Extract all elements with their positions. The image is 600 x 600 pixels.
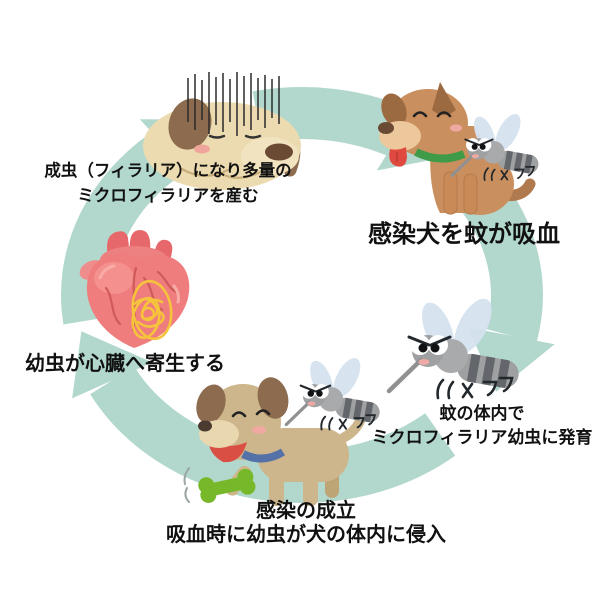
worm-squiggle [136, 310, 165, 328]
dog-tongue [389, 147, 407, 167]
cycle-arrowhead-bottom [72, 331, 153, 399]
dog-front-leg-right [463, 173, 478, 215]
dog-collar-green [414, 148, 466, 163]
label-heart-parasitism: 幼虫が心臓へ寄生する [25, 350, 225, 376]
puppy-collar-blue [241, 448, 286, 463]
mosquito-on-infected-dog [448, 112, 548, 189]
puppy-ear-left [196, 384, 226, 424]
worm-squiggle [132, 297, 164, 321]
dog-ear-upright [432, 82, 456, 115]
bone-motion-lines [183, 467, 190, 503]
infected-dog-icon [378, 82, 536, 215]
sick-dog-closed-eyes [208, 134, 262, 139]
developing-mosquito [383, 296, 533, 411]
puppy-with-bone-icon [183, 377, 371, 506]
dog-nose [378, 122, 394, 134]
sick-dog-ear [168, 98, 212, 150]
label-heart-line1: 幼虫が心臓へ寄生する [25, 351, 225, 375]
sick-dog-icon [143, 72, 301, 190]
label-mosquito-bites-dog: 感染犬を蚊が吸血 [368, 219, 560, 249]
label-infect-line1: 感染の成立 [256, 498, 356, 522]
sick-dog-paws [180, 167, 264, 179]
heart-highlights [98, 264, 180, 304]
label-develop-in-mosquito: 蚊の体内で ミクロフィラリア幼虫に発育 [362, 402, 600, 450]
filaria-worms-tangle [131, 279, 173, 341]
worm-loop [140, 306, 156, 322]
puppy-happy-eyes [231, 409, 271, 418]
worm-loop [131, 296, 161, 340]
label-develop-line1: 蚊の体内で [439, 404, 525, 424]
label-adult-worms: 成虫（フィラリア）になり多量の ミクロフィラリアを産む [28, 158, 308, 208]
label-infect-line2: 吸血時に幼虫が犬の体内に侵入 [166, 522, 446, 546]
label-infection-established: 感染の成立 吸血時に幼虫が犬の体内に侵入 [146, 498, 466, 546]
label-adult-line2: ミクロフィラリアを産む [77, 186, 259, 205]
label-adult-line1: 成虫（フィラリア）になり多量の [44, 161, 292, 180]
puppy-ear-right [257, 377, 289, 419]
sick-dog-nose [265, 143, 293, 161]
dog-happy-eyes [412, 111, 452, 118]
bone-icon [198, 468, 256, 503]
heart-with-worms-icon [79, 230, 190, 348]
puppy-back-leg [303, 470, 318, 506]
cycle-arc-left [61, 129, 185, 325]
cycle-arc-bottom [90, 366, 456, 503]
bone-bar [206, 475, 248, 497]
puppy-nose [198, 420, 212, 432]
dog-ear-floppy [381, 93, 407, 127]
dog-blush [450, 124, 462, 132]
label-bite-line1: 感染犬を蚊が吸血 [368, 220, 560, 248]
puppy-body [257, 428, 349, 482]
label-develop-line2: ミクロフィラリア幼虫に発育 [371, 428, 593, 448]
dog-front-leg-left [443, 171, 458, 215]
gloom-lines [187, 72, 280, 136]
puppy-blush [252, 426, 266, 434]
sick-dog-blush [194, 144, 210, 154]
puppy-front-leg [269, 468, 284, 506]
